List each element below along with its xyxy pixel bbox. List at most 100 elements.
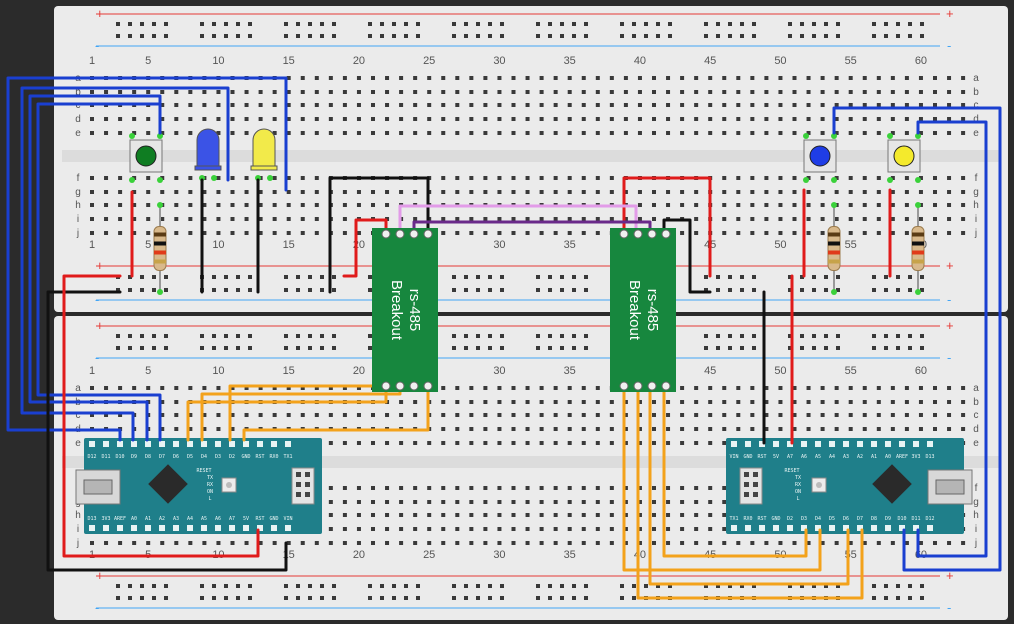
- hole: [553, 117, 558, 121]
- hole: [806, 427, 811, 431]
- rail-hole: [164, 334, 168, 338]
- hole: [680, 413, 685, 417]
- hole: [427, 131, 432, 135]
- hole: [820, 541, 825, 545]
- rail-hole: [560, 596, 564, 600]
- column-number: 30: [493, 365, 505, 377]
- rail-hole: [128, 288, 132, 292]
- hole: [314, 386, 319, 390]
- hole: [258, 90, 263, 94]
- hole: [595, 513, 600, 517]
- hole: [609, 513, 614, 517]
- hole: [694, 486, 699, 490]
- hole: [890, 190, 895, 194]
- hole: [820, 117, 825, 121]
- rail-hole: [476, 275, 480, 279]
- hole: [722, 513, 727, 517]
- hole: [160, 217, 165, 221]
- arduino-nano-left-pin: [187, 441, 193, 447]
- hole: [666, 513, 671, 517]
- rail-hole: [560, 346, 564, 350]
- rail-hole: [728, 346, 732, 350]
- arduino-nano-left-pin-label: A4: [187, 516, 193, 522]
- hole: [904, 190, 909, 194]
- rail-hole: [896, 334, 900, 338]
- hole: [694, 527, 699, 531]
- hole: [441, 513, 446, 517]
- hole: [385, 131, 390, 135]
- hole: [567, 400, 572, 404]
- rail-hole: [908, 346, 912, 350]
- hole: [314, 117, 319, 121]
- arduino-nano-right-pin: [801, 525, 807, 531]
- hole: [666, 527, 671, 531]
- hole: [455, 413, 460, 417]
- arduino-nano-left-label: ON: [207, 489, 213, 495]
- hole: [441, 427, 446, 431]
- hole: [427, 117, 432, 121]
- arduino-nano-left-pin: [201, 441, 207, 447]
- rail-hole: [116, 596, 120, 600]
- arduino-nano-left-icsp-pin: [296, 472, 301, 477]
- hole: [680, 541, 685, 545]
- hole: [666, 441, 671, 445]
- column-number: 20: [353, 55, 365, 67]
- hole: [427, 76, 432, 80]
- arduino-nano-right-pin-label: D9: [885, 516, 891, 522]
- hole: [286, 90, 291, 94]
- hole: [694, 117, 699, 121]
- rail-hole: [140, 288, 144, 292]
- column-number: 55: [845, 55, 857, 67]
- hole: [314, 76, 319, 80]
- hole: [356, 190, 361, 194]
- rail-hole: [908, 334, 912, 338]
- hole: [300, 386, 305, 390]
- arduino-nano-left-pin: [229, 525, 235, 531]
- hole: [876, 427, 881, 431]
- hole: [300, 203, 305, 207]
- rail-hole: [584, 288, 588, 292]
- rail-hole: [284, 346, 288, 350]
- hole: [314, 103, 319, 107]
- hole: [904, 76, 909, 80]
- hole: [525, 386, 530, 390]
- hole: [511, 527, 516, 531]
- hole: [216, 176, 221, 180]
- rail-hole: [140, 584, 144, 588]
- rail-hole: [392, 596, 396, 600]
- hole: [581, 103, 586, 107]
- hole: [876, 203, 881, 207]
- hole: [188, 541, 193, 545]
- hole: [216, 217, 221, 221]
- hole: [722, 413, 727, 417]
- hole: [525, 413, 530, 417]
- rail-hole: [872, 275, 876, 279]
- hole: [539, 76, 544, 80]
- hole: [722, 527, 727, 531]
- hole: [694, 203, 699, 207]
- hole: [708, 427, 713, 431]
- hole: [399, 117, 404, 121]
- hole: [469, 486, 474, 490]
- arduino-nano-right-pin-label: 5V: [773, 454, 779, 460]
- rail-hole: [464, 22, 468, 26]
- hole: [272, 217, 277, 221]
- hole: [230, 131, 235, 135]
- arduino-nano-right-reset-knob: [816, 482, 822, 488]
- rail-minus-sign-right: -: [947, 292, 951, 307]
- arduino-nano-right-pin-label: GND: [743, 454, 752, 460]
- resistor-mid-leg: [831, 202, 837, 208]
- hole: [680, 513, 685, 517]
- rail-hole: [200, 596, 204, 600]
- hole: [553, 441, 558, 445]
- hole: [708, 513, 713, 517]
- hole: [876, 217, 881, 221]
- hole: [342, 231, 347, 235]
- hole: [918, 90, 923, 94]
- hole: [961, 131, 966, 135]
- hole: [118, 413, 123, 417]
- rail-hole: [704, 22, 708, 26]
- hole: [455, 217, 460, 221]
- hole: [202, 541, 207, 545]
- arduino-nano-left-pcb: [84, 438, 322, 534]
